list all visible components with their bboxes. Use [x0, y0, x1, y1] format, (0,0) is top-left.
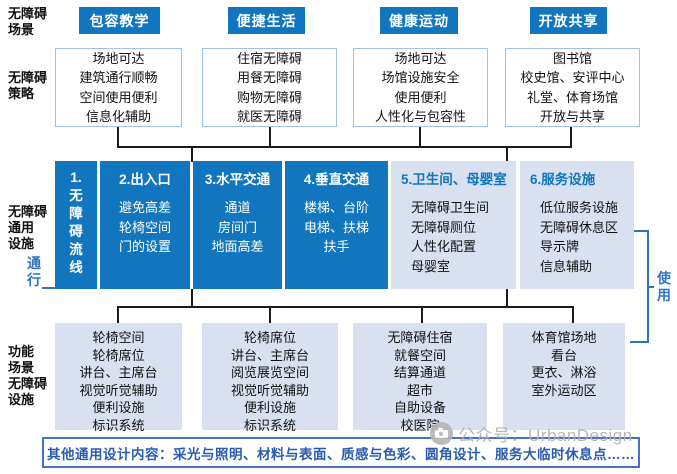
flow-section-items: 无障碍卫生间 无障碍厕位 人性化配置 母婴室 [411, 200, 490, 274]
flow-section-title: 1.无障碍流线 [69, 170, 83, 275]
function-box-reading: 轮椅席位 讲台、主席台 阅览展览空间 视觉听觉辅助 便利设施 标识系统 [202, 323, 338, 433]
camera-icon [430, 422, 453, 445]
other-design-note: 其他通用设计内容：采光与照明、材料与表面、质感与色彩、圆角设计、服务大临时休息点… [42, 437, 640, 468]
flow-section-entrances: 2.出入口 避免高差 轮椅空间 门的设置 [100, 161, 190, 289]
scenario-chip-healthy-sports: 健康运动 [380, 7, 458, 34]
circulation-label: 通行 [27, 255, 41, 288]
flow-section-restrooms: 5.卫生间、母婴室 无障碍卫生间 无障碍厕位 人性化配置 母婴室 [391, 161, 516, 289]
flow-section-title: 3.水平交通 [204, 172, 271, 187]
function-box-sports: 体育馆场地 看台 更衣、淋浴 室外运动区 [503, 323, 625, 430]
flow-section-horizontal-circulation: 3.水平交通 通道 房间门 地面高差 [193, 161, 282, 289]
flow-section-title: 2.出入口 [119, 172, 171, 187]
flow-section-items: 通道 房间门 地面高差 [211, 200, 264, 254]
flow-section-vertical-circulation: 4.垂直交通 楼梯、台阶 电梯、扶梯 扶手 [285, 161, 388, 289]
flow-section-title: 4.垂直交通 [303, 172, 370, 187]
strategy-box-teaching: 场地可达 建筑通行顺畅 空间使用便利 信息化辅助 [55, 48, 182, 127]
other-design-note-text: 其他通用设计内容：采光与照明、材料与表面、质感与色彩、圆角设计、服务大临时休息点… [47, 446, 635, 462]
scenes-row-label: 无障碍 场景 [8, 6, 48, 37]
functional-row-label: 功能 场景 无障碍 设施 [8, 344, 48, 407]
flow-section-title: 6.服务设施 [530, 172, 596, 187]
strategy-box-sports: 场地可达 场馆设施安全 使用便利 人性化与包容性 [353, 48, 488, 127]
watermark: 公众号：UrbanDesign [430, 421, 633, 446]
watermark-text: 公众号：UrbanDesign [458, 426, 633, 445]
strategy-box-living: 住宿无障碍 用餐无障碍 购物无障碍 就医无障碍 [202, 48, 337, 127]
scenario-chip-open-sharing: 开放共享 [530, 7, 607, 34]
usage-label: 使用 [657, 270, 671, 303]
flow-section-items: 楼梯、台阶 电梯、扶梯 扶手 [303, 200, 369, 254]
scenario-chip-inclusive-teaching: 包容教学 [79, 7, 160, 34]
strategy-box-sharing: 图书馆 校史馆、安评中心 礼堂、体育场馆 开放与共享 [505, 48, 640, 127]
flow-section-items: 低位服务设施 无障碍休息区 导示牌 信息辅助 [540, 200, 619, 274]
flow-section-title: 5.卫生间、母婴室 [401, 172, 507, 187]
function-box-teaching: 轮椅空间 轮椅席位 讲台、主席台 视觉听觉辅助 便利设施 标识系统 [55, 323, 182, 433]
general-facilities-row-label: 无障碍 通用 设施 [8, 204, 48, 251]
scenario-chip-convenient-living: 便捷生活 [228, 7, 305, 34]
strategies-row-label: 无障碍 策略 [8, 70, 48, 101]
flow-section-service-facilities: 6.服务设施 低位服务设施 无障碍休息区 导示牌 信息辅助 [520, 161, 634, 289]
flow-section-items: 避免高差 轮椅空间 门的设置 [118, 200, 171, 254]
flow-section-barrier-free-route: 1.无障碍流线 [55, 161, 97, 289]
function-box-living: 无障碍住宿 就餐空间 结算通道 超市 自助设备 校医院 [353, 323, 487, 433]
